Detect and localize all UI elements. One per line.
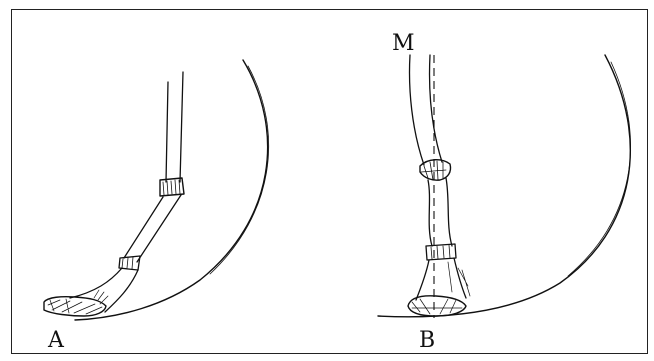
upper-bone-a bbox=[166, 72, 183, 182]
ground-arc-b bbox=[378, 55, 630, 317]
panel-a bbox=[44, 60, 269, 320]
pastern-a bbox=[124, 195, 181, 262]
fetlock-joint-b bbox=[420, 160, 451, 180]
panel-b bbox=[378, 55, 631, 318]
pastern-b bbox=[428, 178, 452, 246]
hoof-a bbox=[44, 290, 108, 316]
hoof-upper-b bbox=[416, 258, 466, 300]
upper-bone-b bbox=[410, 55, 442, 165]
label-b: B bbox=[419, 330, 435, 352]
label-a: A bbox=[48, 330, 64, 352]
hoof-upper-a bbox=[70, 268, 138, 312]
label-m: M bbox=[392, 33, 415, 55]
